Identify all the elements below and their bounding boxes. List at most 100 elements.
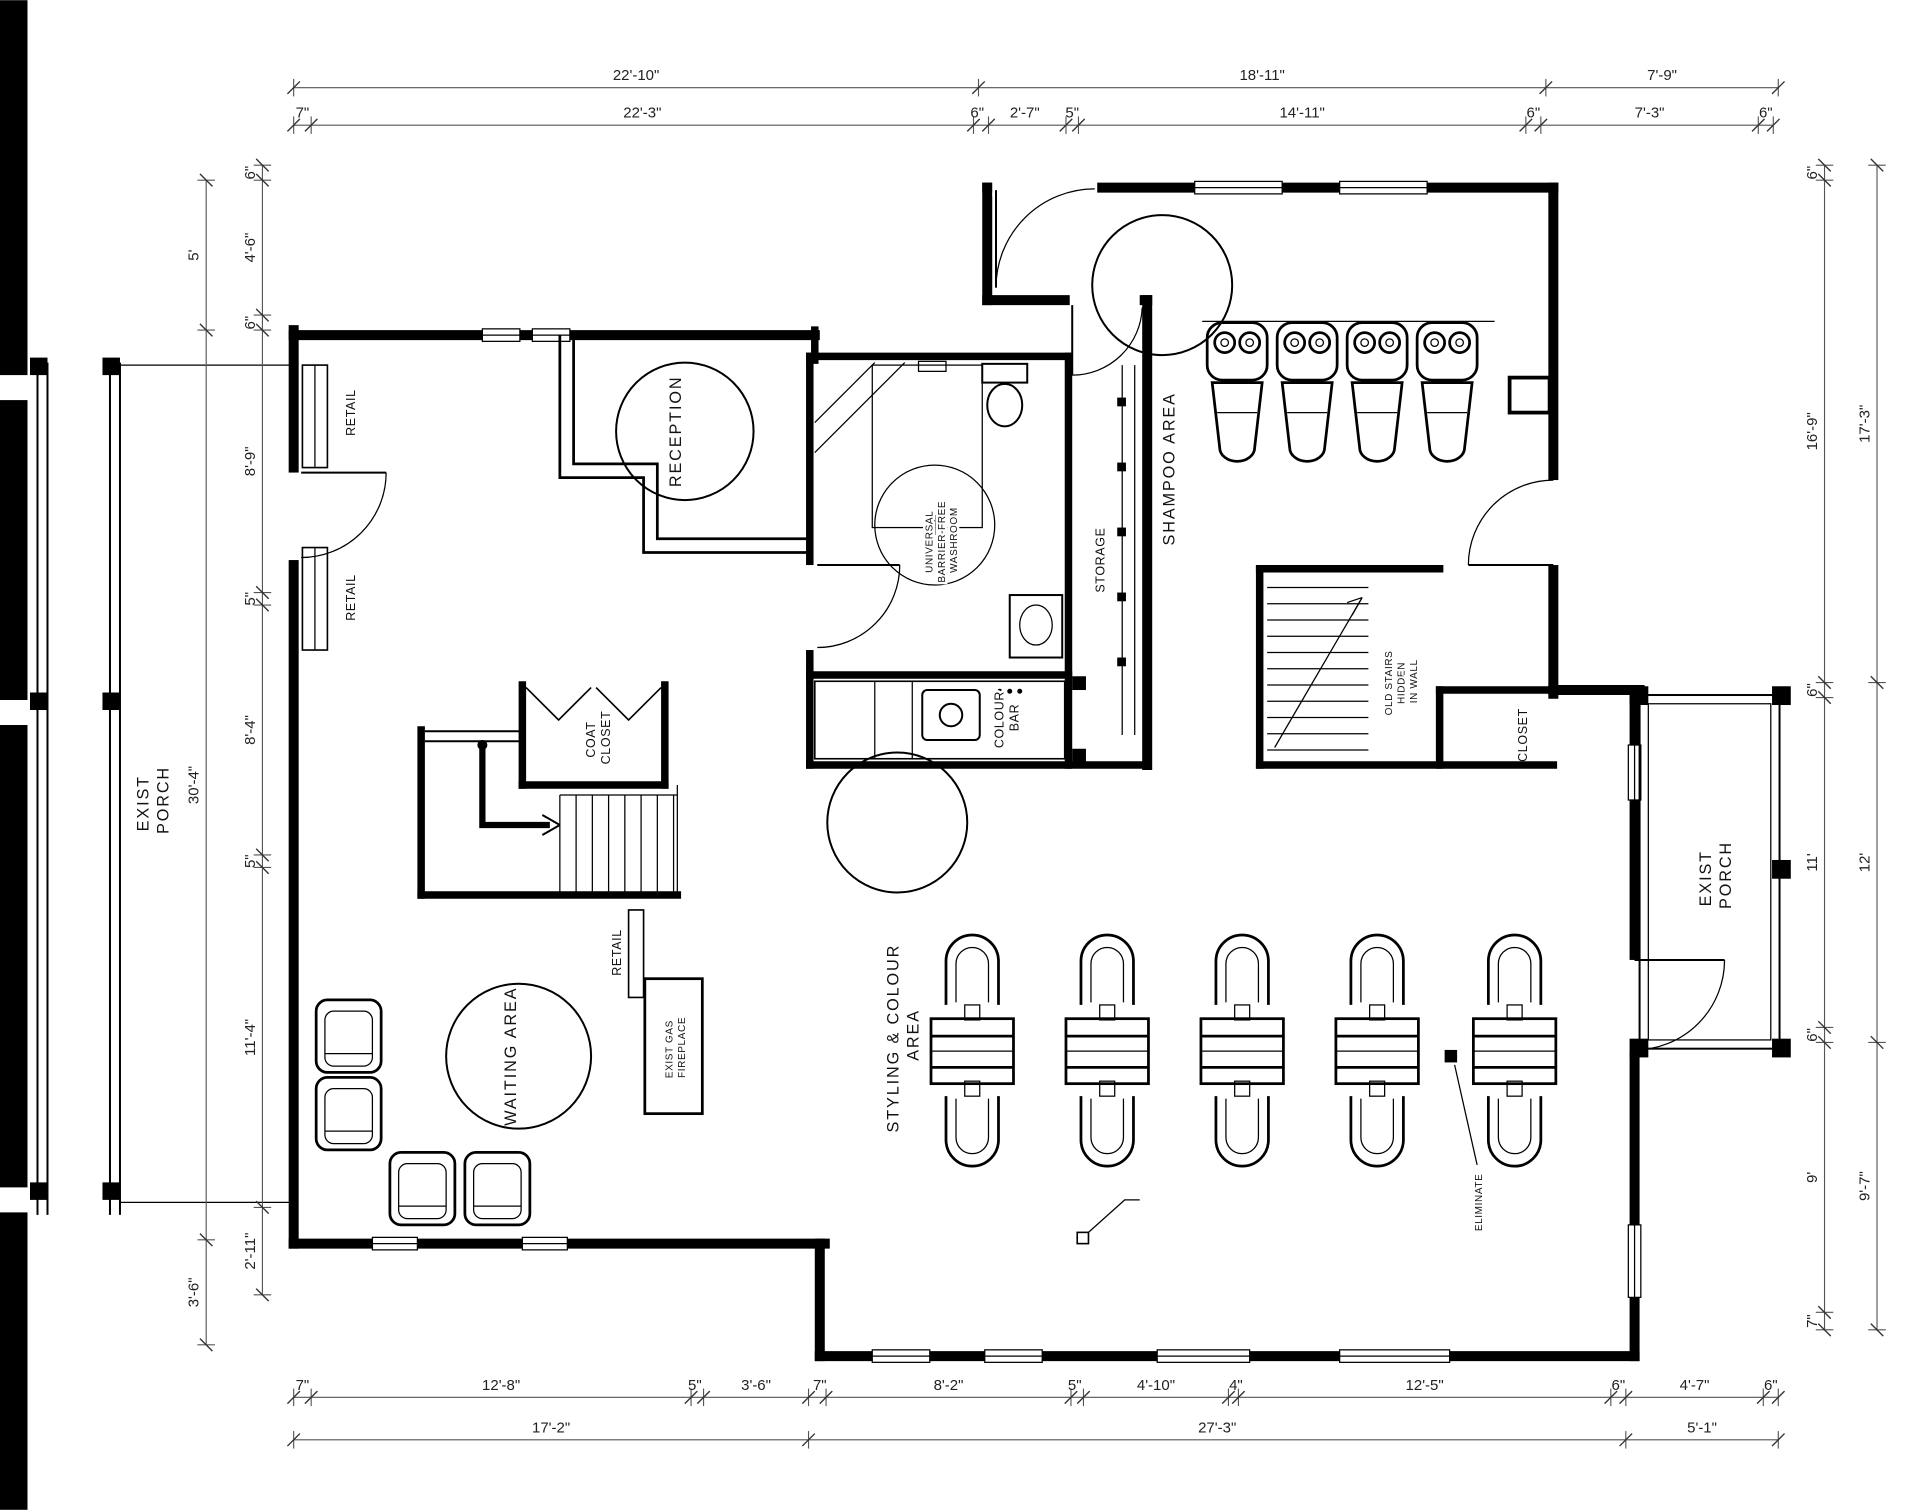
window: [371, 1236, 419, 1252]
dim-label: 12': [1857, 853, 1874, 873]
dim-label: 27'-3": [1198, 1419, 1236, 1436]
dim-label: 6": [242, 316, 259, 330]
dim-label: 16'-9": [1804, 412, 1821, 450]
windows: [371, 180, 1643, 1364]
label-line: BAR: [1007, 704, 1021, 732]
washroom-sink: [1008, 594, 1064, 659]
dim-label: 6": [1759, 105, 1773, 122]
door-washroom: [801, 564, 901, 651]
retail-upper-label: RETAIL: [344, 389, 358, 436]
dim-label: 6": [1804, 683, 1821, 697]
storage: STORAGE: [1091, 365, 1136, 736]
styling-station: [1334, 933, 1420, 1168]
dim-label: 11': [1804, 853, 1821, 872]
label-line: STYLING & COLOUR: [885, 944, 903, 1133]
dim-label: 12'-5": [1406, 1377, 1444, 1394]
label-line: EXIST: [135, 775, 153, 831]
door-hallway: [1467, 479, 1563, 567]
dim-label: 9'-7": [1857, 1171, 1874, 1201]
dim-label: 3'-6": [741, 1377, 771, 1394]
label-line: BARRIER-FREE: [937, 501, 948, 583]
dim-label: 2'-7": [1010, 105, 1040, 122]
window: [481, 327, 521, 343]
retail-lower-label: RETAIL: [344, 574, 358, 621]
dim-label: 4'-10": [1137, 1377, 1175, 1394]
styling-area-label: STYLING & COLOUR AREA: [885, 937, 923, 1132]
window: [531, 327, 571, 343]
styling-stations: STYLING & COLOUR AREA: [885, 933, 1558, 1168]
dim-label: 4'-6": [242, 233, 259, 263]
eliminate-label: ELIMINATE: [1474, 1174, 1485, 1232]
label-line: WASHROOM: [949, 507, 960, 573]
dim-label: 6": [242, 166, 259, 180]
armchair: [314, 1076, 383, 1152]
dim-label: 7": [813, 1377, 827, 1394]
dim-label: 5": [688, 1377, 702, 1394]
dim-label: 5": [1068, 1377, 1082, 1394]
toilet-tank: [981, 362, 1029, 384]
walls: [288, 182, 1645, 1362]
label-line: EXIST: [1697, 850, 1715, 906]
fireplace-label: EXIST GAS FIREPLACE: [664, 1017, 687, 1079]
dim-label: 2'-11": [242, 1233, 259, 1270]
label-line: IN WALL: [1409, 659, 1420, 703]
door-coat-closet-bifold: [525, 686, 662, 722]
label-line: UNIVERSAL: [924, 511, 935, 573]
reception-area: RECEPTION: [558, 335, 807, 554]
closet-label: CLOSET: [1516, 708, 1530, 762]
dim-label: 12'-8": [482, 1377, 520, 1394]
dim-label: 7": [296, 1377, 310, 1394]
new-stairs: COAT CLOSET: [424, 708, 678, 895]
dim-label: 22'-3": [623, 105, 661, 122]
dim-label: 5': [186, 249, 203, 260]
dim-label: 7": [1804, 1314, 1821, 1328]
armchair: [388, 1151, 457, 1227]
dim-label: 18'-11": [1239, 67, 1284, 84]
shampoo-area-label: SHAMPOO AREA: [1161, 392, 1179, 545]
label-line: OLD STAIRS: [1384, 651, 1395, 716]
eliminate-callout: ELIMINATE: [1076, 1049, 1485, 1245]
left-porch: EXIST PORCH: [29, 357, 290, 1215]
dim-label: 6": [1612, 1377, 1626, 1394]
retail-shelves: RETAIL RETAIL RETAIL: [301, 364, 645, 999]
doors: [284, 178, 1726, 1053]
colour-bar-label: COLOUR BAR: [992, 687, 1021, 748]
shampoo-area: SHAMPOO AREA: [1091, 214, 1495, 545]
window: [1194, 180, 1283, 196]
door-retail: [284, 471, 387, 561]
left-porch-label: EXIST PORCH: [135, 766, 173, 834]
styling-station: [1471, 933, 1558, 1168]
dim-label: 7": [296, 105, 310, 122]
shampoo-chair: [1345, 321, 1409, 463]
dim-label: 30'-4": [186, 766, 203, 804]
label-line: PORCH: [155, 766, 173, 834]
storage-label: STORAGE: [1094, 527, 1108, 592]
right-porch-label: EXIST PORCH: [1697, 841, 1735, 909]
shampoo-chair: [1415, 321, 1479, 463]
dim-label: 5": [242, 854, 259, 868]
dim-label: 6": [1804, 1028, 1821, 1042]
dim-label: 6": [1764, 1377, 1778, 1394]
dim-label: 9': [1804, 1172, 1821, 1183]
shampoo-chair: [1205, 321, 1269, 463]
window: [1627, 1224, 1643, 1298]
styling-station: [1199, 933, 1285, 1168]
right-porch: EXIST PORCH: [1629, 686, 1791, 1058]
label-line: FIREPLACE: [677, 1017, 688, 1078]
retail-center-label: RETAIL: [610, 929, 624, 976]
dim-label: 7'-3": [1635, 105, 1665, 122]
dim-label: 11'-4": [242, 1019, 259, 1056]
dim-label: 7'-9": [1647, 67, 1677, 84]
dim-label: 5": [1065, 105, 1079, 122]
label-line: CLOSET: [599, 711, 613, 765]
window: [871, 1348, 931, 1364]
colour-bar: COLOUR BAR: [813, 676, 1086, 894]
dim-label: 6": [1804, 166, 1821, 180]
window: [1156, 1348, 1251, 1364]
dim-label: 22'-10": [613, 67, 660, 84]
dim-label: 4": [1229, 1377, 1243, 1394]
old-stairs-label: OLD STAIRS HIDDEN IN WALL: [1384, 647, 1420, 715]
dim-label: 3'-6": [186, 1277, 203, 1307]
window: [1339, 180, 1428, 196]
